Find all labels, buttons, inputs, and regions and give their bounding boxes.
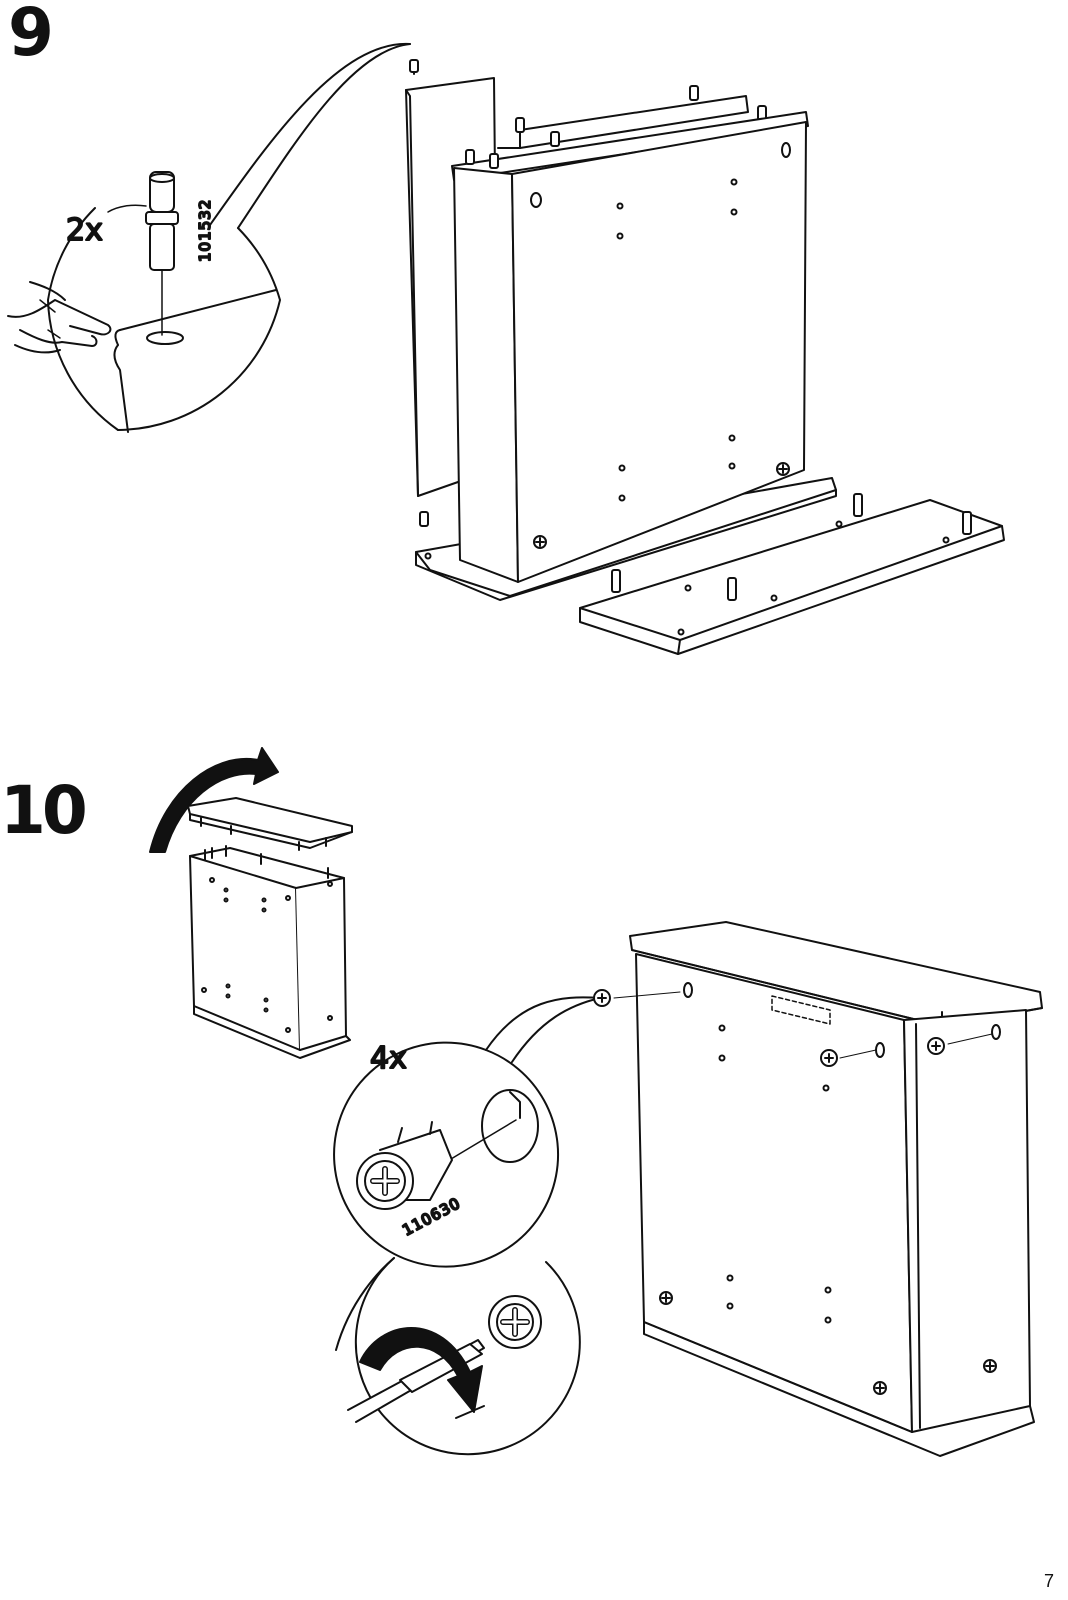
small-top-board bbox=[188, 798, 352, 850]
step-9-illustration: 2x 101532 bbox=[8, 44, 1004, 654]
cam-bolt-icon bbox=[660, 1292, 672, 1304]
assembled-cabinet bbox=[594, 922, 1042, 1456]
screwdriver-detail-callout bbox=[336, 1258, 580, 1454]
pointing-hand-icon bbox=[8, 282, 110, 352]
page-number: 7 bbox=[1044, 1571, 1054, 1592]
cam-bolt-icon bbox=[777, 463, 789, 475]
cam-lock-icon bbox=[357, 1122, 452, 1209]
step-9-quantity: 2x bbox=[66, 213, 103, 248]
small-cabinet-body bbox=[190, 846, 350, 1058]
step-10-quantity: 4x bbox=[370, 1041, 407, 1076]
cam-bolt-icon bbox=[534, 536, 546, 548]
step-9-part-number: 101532 bbox=[196, 199, 214, 262]
cam-bolt-icon bbox=[984, 1360, 996, 1372]
wooden-dowel-icon bbox=[146, 172, 178, 335]
cam-lock-detail-callout: 4x 110630 bbox=[334, 997, 600, 1266]
step-10-illustration: 4x 110630 bbox=[150, 748, 1042, 1456]
cam-lock-icon bbox=[489, 1296, 541, 1348]
cam-bolt-icon bbox=[874, 1382, 886, 1394]
dowel-detail-callout: 2x 101532 bbox=[8, 44, 410, 432]
